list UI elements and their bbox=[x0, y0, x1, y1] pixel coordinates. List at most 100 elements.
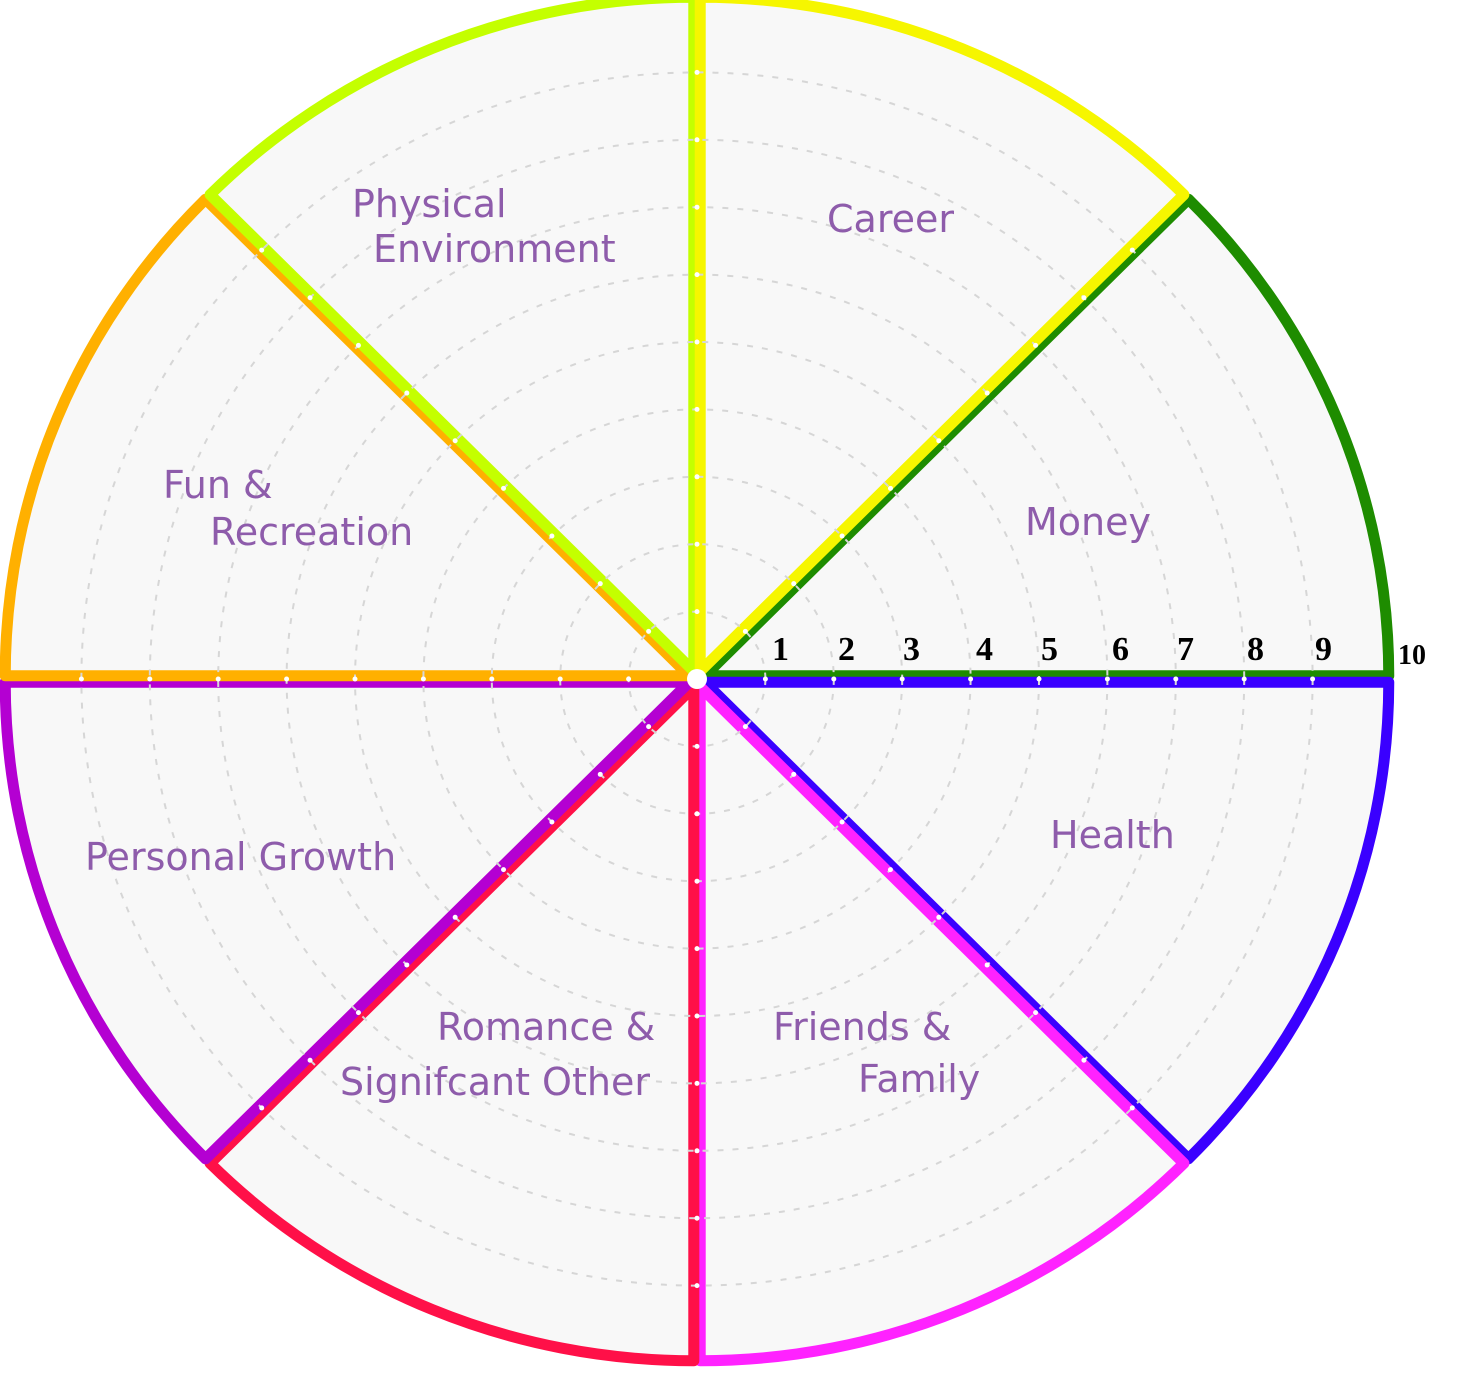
sector-fun-recreation bbox=[0, 193, 695, 682]
spoke-tick bbox=[694, 406, 700, 412]
label-physical-line2: Environment bbox=[373, 227, 616, 271]
spoke-tick bbox=[899, 676, 905, 682]
label-friends-line1: Friends & bbox=[773, 1005, 951, 1049]
spoke-tick bbox=[501, 867, 507, 873]
spoke-tick bbox=[646, 724, 652, 730]
label-physical-line1: Physical bbox=[352, 182, 507, 226]
spoke-tick bbox=[355, 1010, 361, 1016]
sector-physical-environment bbox=[204, 0, 700, 677]
spoke-tick bbox=[694, 878, 700, 884]
spoke-tick bbox=[694, 1013, 700, 1019]
label-health: Health bbox=[1050, 813, 1175, 857]
spoke-tick bbox=[452, 914, 458, 920]
spoke-tick bbox=[742, 724, 748, 730]
scale-6: 6 bbox=[1112, 631, 1129, 668]
spoke-tick bbox=[887, 485, 893, 491]
spoke-tick bbox=[352, 676, 358, 682]
sector-money bbox=[699, 193, 1395, 682]
spoke-tick bbox=[839, 819, 845, 825]
spoke-tick bbox=[694, 946, 700, 952]
spoke-tick bbox=[694, 204, 700, 210]
spoke-tick bbox=[307, 1057, 313, 1063]
spoke-tick bbox=[694, 1148, 700, 1154]
spoke-tick bbox=[1129, 1105, 1135, 1111]
scale-1: 1 bbox=[772, 631, 789, 668]
scale-10: 10 bbox=[1398, 640, 1426, 671]
sector-career bbox=[694, 0, 1190, 677]
spoke-tick bbox=[968, 676, 974, 682]
sector-personal-growth bbox=[0, 676, 695, 1165]
spoke-tick bbox=[1081, 1057, 1087, 1063]
spoke-tick bbox=[78, 676, 84, 682]
spoke-tick bbox=[887, 867, 893, 873]
spoke-tick bbox=[936, 438, 942, 444]
spoke-tick bbox=[839, 533, 845, 539]
spoke-tick bbox=[694, 609, 700, 615]
spoke-tick bbox=[1033, 342, 1039, 348]
spoke-tick bbox=[597, 771, 603, 777]
label-romance-line2: Signifcant Other bbox=[340, 1060, 650, 1104]
spoke-tick bbox=[694, 272, 700, 278]
sector-friends-family bbox=[694, 681, 1190, 1367]
sector-health bbox=[699, 676, 1395, 1165]
spoke-tick bbox=[694, 1215, 700, 1221]
spoke-tick bbox=[597, 581, 603, 587]
spoke-tick bbox=[1033, 1010, 1039, 1016]
label-money: Money bbox=[1025, 500, 1151, 544]
spoke-tick bbox=[694, 811, 700, 817]
spoke-tick bbox=[694, 69, 700, 75]
spoke-tick bbox=[984, 962, 990, 968]
spoke-tick bbox=[742, 628, 748, 634]
scale-7: 7 bbox=[1177, 631, 1194, 668]
spoke-tick bbox=[404, 390, 410, 396]
spoke-tick bbox=[1173, 676, 1179, 682]
spoke-tick bbox=[549, 533, 555, 539]
spoke-tick bbox=[307, 295, 313, 301]
spoke-tick bbox=[694, 743, 700, 749]
spoke-tick bbox=[557, 676, 563, 682]
spoke-tick bbox=[1129, 247, 1135, 253]
label-fun-line1: Fun & bbox=[163, 463, 273, 507]
spoke-tick bbox=[694, 339, 700, 345]
center-dot bbox=[687, 669, 707, 689]
spoke-tick bbox=[762, 676, 768, 682]
spoke-tick bbox=[1036, 676, 1042, 682]
spoke-tick bbox=[694, 541, 700, 547]
spoke-tick bbox=[626, 676, 632, 682]
label-romance-line1: Romance & bbox=[437, 1005, 655, 1049]
scale-3: 3 bbox=[903, 631, 920, 668]
spoke-tick bbox=[1310, 676, 1316, 682]
spoke-tick bbox=[831, 676, 837, 682]
label-friends-line2: Family bbox=[858, 1057, 980, 1101]
label-personal-growth: Personal Growth bbox=[85, 835, 396, 879]
spoke-tick bbox=[549, 819, 555, 825]
spoke-tick bbox=[452, 438, 458, 444]
sector-romance-signifcant-other bbox=[204, 681, 700, 1367]
scale-9: 9 bbox=[1315, 631, 1332, 668]
spoke-tick bbox=[1241, 676, 1247, 682]
spoke-tick bbox=[694, 137, 700, 143]
spoke-tick bbox=[489, 676, 495, 682]
spoke-tick bbox=[936, 914, 942, 920]
label-fun-line2: Recreation bbox=[210, 510, 413, 554]
spoke-tick bbox=[694, 1283, 700, 1289]
spoke-tick bbox=[791, 771, 797, 777]
spoke-tick bbox=[646, 628, 652, 634]
spoke-tick bbox=[1081, 295, 1087, 301]
scale-8: 8 bbox=[1247, 631, 1264, 668]
spoke-tick bbox=[694, 1080, 700, 1086]
spoke-tick bbox=[501, 485, 507, 491]
spoke-tick bbox=[215, 676, 221, 682]
spoke-tick bbox=[404, 962, 410, 968]
spoke-tick bbox=[694, 474, 700, 480]
scale-4: 4 bbox=[976, 631, 993, 668]
label-career: Career bbox=[827, 197, 954, 241]
spoke-tick bbox=[984, 390, 990, 396]
spoke-tick bbox=[791, 581, 797, 587]
scale-2: 2 bbox=[838, 631, 855, 668]
spoke-tick bbox=[1104, 676, 1110, 682]
spoke-tick bbox=[355, 342, 361, 348]
spoke-tick bbox=[147, 676, 153, 682]
scale-5: 5 bbox=[1041, 631, 1058, 668]
